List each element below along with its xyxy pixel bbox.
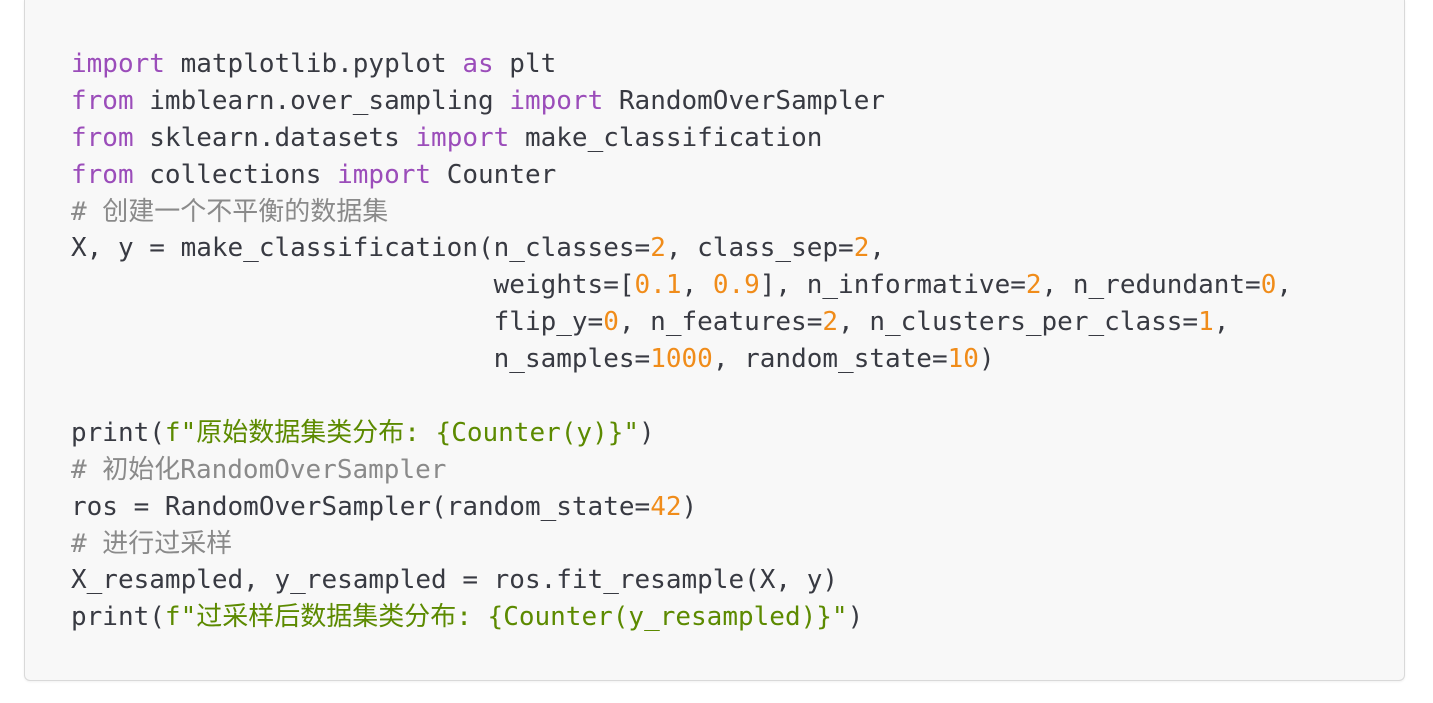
code-text: ): [847, 602, 864, 633]
code-text: , class_sep=: [665, 233, 854, 264]
code-text: matplotlib.pyplot: [164, 49, 463, 79]
code-text: , n_redundant=: [1041, 270, 1261, 301]
code-number: 10: [947, 344, 979, 375]
code-keyword: from: [71, 85, 134, 116]
code-line: # 初始化RandomOverSampler: [71, 452, 1292, 489]
code-keyword: as: [462, 49, 494, 79]
code-number: 0: [603, 307, 619, 338]
code-keyword: from: [71, 122, 134, 153]
code-number: 42: [650, 491, 682, 522]
code-line: # 进行过采样: [71, 526, 1292, 563]
code-text: collections: [133, 159, 338, 190]
code-number: 0.1: [634, 270, 682, 301]
code-text: RandomOverSampler: [603, 85, 885, 116]
code-number: 1000: [650, 344, 713, 375]
code-line: print(f"过采样后数据集类分布: {Counter(y_resampled…: [71, 599, 1292, 636]
code-line: print(f"原始数据集类分布: {Counter(y)}"): [71, 415, 1292, 452]
code-text: print(: [71, 417, 165, 448]
code-text: ): [681, 491, 698, 522]
code-line: n_samples=1000, random_state=10): [71, 341, 1292, 378]
code-number: 2: [853, 233, 870, 264]
code-keyword: import: [415, 122, 510, 153]
code-text: ], n_informative=: [759, 270, 1026, 301]
code-line: import matplotlib.pyplot as plt: [71, 46, 1292, 83]
code-comment: # 初始化RandomOverSampler: [71, 454, 447, 485]
code-text: Counter: [431, 159, 557, 190]
code-text: X_resampled, y_resampled = ros.fit_resam…: [71, 565, 839, 596]
code-text: flip_y=: [71, 307, 604, 338]
code-comment: # 创建一个不平衡的数据集: [71, 196, 389, 227]
code-number: 2: [1025, 270, 1042, 301]
code-text: weights=[: [71, 270, 635, 301]
code-text: ): [639, 417, 655, 448]
code-text: print(: [71, 602, 165, 633]
code-text: ,: [1276, 270, 1293, 301]
code-number: 0: [1260, 270, 1277, 301]
code-text: , random_state=: [712, 344, 948, 375]
code-string: f"原始数据集类分布: {Counter(y)}": [164, 417, 640, 448]
code-line: from imblearn.over_sampling import Rando…: [71, 83, 1292, 120]
code-keyword: import: [509, 85, 604, 116]
code-comment: # 进行过采样: [71, 528, 233, 559]
code-keyword: from: [71, 159, 134, 190]
code-text: X, y = make_classification(n_classes=: [71, 233, 651, 264]
code-text: ,: [1213, 307, 1230, 338]
code-line: from collections import Counter: [71, 157, 1292, 194]
code-line: weights=[0.1, 0.9], n_informative=2, n_r…: [71, 267, 1292, 304]
code-line: [71, 378, 1292, 415]
code-keyword: import: [337, 159, 432, 190]
code-number: 2: [822, 307, 839, 338]
code-text: sklearn.datasets: [133, 122, 416, 153]
code-text: ros = RandomOverSampler(random_state=: [71, 491, 651, 522]
code-keyword: import: [71, 49, 165, 79]
code-text: ,: [681, 270, 713, 301]
code-text: ,: [869, 233, 885, 264]
code-line: X, y = make_classification(n_classes=2, …: [71, 230, 1292, 267]
code-string: f"过采样后数据集类分布: {Counter(y_resampled)}": [164, 602, 848, 633]
code-line: ros = RandomOverSampler(random_state=42): [71, 489, 1292, 526]
code-text: make_classification: [509, 122, 823, 153]
code-number: 1: [1198, 307, 1214, 338]
code-text: ): [978, 344, 995, 375]
code-number: 0.9: [712, 270, 760, 301]
code-text: , n_clusters_per_class=: [838, 307, 1199, 338]
code-text: n_samples=: [71, 344, 651, 375]
code-number: 2: [650, 233, 666, 264]
code-line: flip_y=0, n_features=2, n_clusters_per_c…: [71, 304, 1292, 341]
code-line: # 创建一个不平衡的数据集: [71, 194, 1292, 231]
code-text: plt: [493, 49, 557, 79]
code-line: from sklearn.datasets import make_classi…: [71, 120, 1292, 157]
code-text: imblearn.over_sampling: [133, 85, 510, 116]
code-text: , n_features=: [618, 307, 823, 338]
code-line: X_resampled, y_resampled = ros.fit_resam…: [71, 562, 1292, 599]
